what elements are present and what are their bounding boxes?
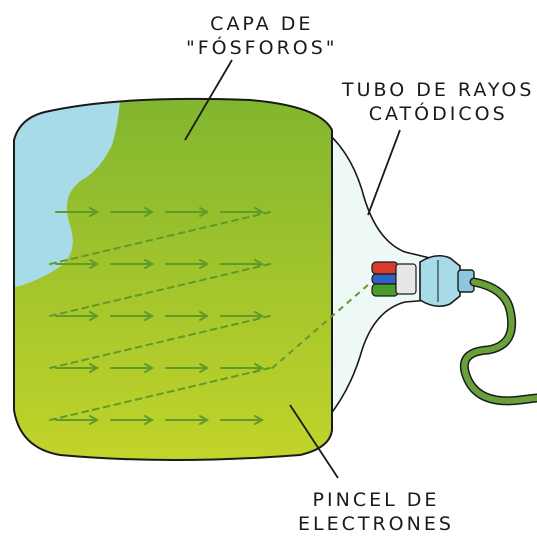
scan-arrowhead (89, 311, 100, 321)
label-phosphor-layer: CAPA DE "FÓSFOROS" (186, 12, 338, 60)
leader-beam (289, 404, 339, 479)
phosphor-screen (14, 98, 332, 460)
scan-arrowhead (144, 207, 155, 217)
scan-arrowhead (199, 259, 210, 269)
label-electron-beam: PINCEL DE ELECTRONES (298, 488, 454, 536)
scan-arrowhead (199, 207, 210, 217)
leader-phosphor (184, 59, 233, 141)
label-crt-line2: CATÓDICOS (368, 103, 508, 125)
scan-arrowhead (199, 363, 210, 373)
label-beam-line2: ELECTRONES (298, 513, 454, 535)
scan-lines (49, 207, 271, 425)
scan-arrowhead (199, 311, 210, 321)
label-beam-line1: PINCEL DE (312, 489, 440, 511)
scan-arrowhead (89, 415, 100, 425)
scan-arrowhead (144, 311, 155, 321)
retrace-line (49, 367, 271, 421)
scan-arrowhead (199, 415, 210, 425)
label-crt-line1: TUBO DE RAYOS (342, 79, 535, 101)
leader-crt (367, 129, 401, 216)
label-phosphor-line2: "FÓSFOROS" (186, 37, 338, 59)
retrace-line (49, 211, 271, 265)
crt-socket (419, 254, 475, 308)
scan-arrowhead (89, 363, 100, 373)
scan-arrowhead (144, 415, 155, 425)
retrace-line (49, 315, 271, 369)
scan-arrowhead (89, 259, 100, 269)
scan-arrowhead (144, 259, 155, 269)
label-phosphor-line1: CAPA DE (210, 13, 314, 35)
scan-arrowhead (144, 363, 155, 373)
retrace-line (49, 263, 271, 317)
scan-arrowhead (254, 415, 265, 425)
screen-outline (13, 97, 333, 461)
scan-arrowhead (89, 207, 100, 217)
unlit-screen-area (14, 100, 120, 290)
label-crt: TUBO DE RAYOS CATÓDICOS (342, 78, 534, 126)
power-cable (459, 277, 537, 406)
electron-gun (371, 261, 417, 297)
